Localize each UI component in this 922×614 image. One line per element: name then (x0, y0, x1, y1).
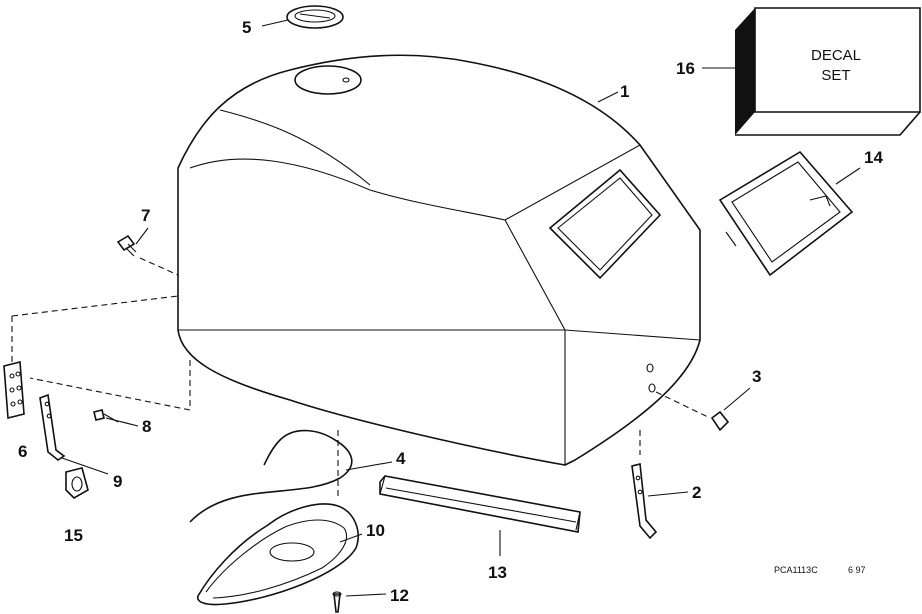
callout-9: 9 (113, 472, 122, 491)
callout-13: 13 (488, 563, 507, 582)
callout-8: 8 (142, 417, 151, 436)
callouts: 1 2 3 4 5 6 7 8 9 10 12 13 14 16 15 (18, 18, 883, 605)
callout-3: 3 (752, 367, 761, 386)
rivet-part (332, 591, 342, 613)
callout-6: 6 (18, 442, 27, 461)
screw-7 (116, 234, 179, 276)
bracket-right-part (631, 463, 658, 540)
screw-3 (655, 391, 730, 432)
lower-pan-part (196, 503, 359, 606)
drawing-date: 6 97 (848, 565, 866, 575)
grille-part (718, 150, 854, 277)
callout-5: 5 (242, 18, 251, 37)
seal-strip-part (189, 429, 353, 523)
decal-set-box: DECAL SET (735, 7, 921, 136)
callout-1: 1 (620, 82, 629, 101)
callout-4: 4 (396, 449, 406, 468)
callout-12: 12 (390, 586, 409, 605)
leader-lines (61, 19, 861, 597)
drawing-id: PCA1113C (774, 565, 818, 575)
bracket-left-part (39, 393, 66, 461)
callout-7: 7 (141, 206, 150, 225)
callout-16: 16 (676, 59, 695, 78)
drawing-code: PCA1113C 6 97 (774, 565, 866, 575)
callout-2: 2 (692, 483, 701, 502)
decal-line-2: SET (821, 67, 850, 84)
rail-part (379, 475, 581, 533)
latch-part (65, 467, 89, 499)
decal-line-1: DECAL (811, 47, 861, 64)
plate-part (3, 360, 25, 420)
cap-part (286, 5, 344, 29)
callout-14: 14 (864, 148, 883, 167)
callout-15: 15 (64, 526, 83, 545)
callout-10: 10 (366, 521, 385, 540)
engine-cover (177, 54, 701, 466)
